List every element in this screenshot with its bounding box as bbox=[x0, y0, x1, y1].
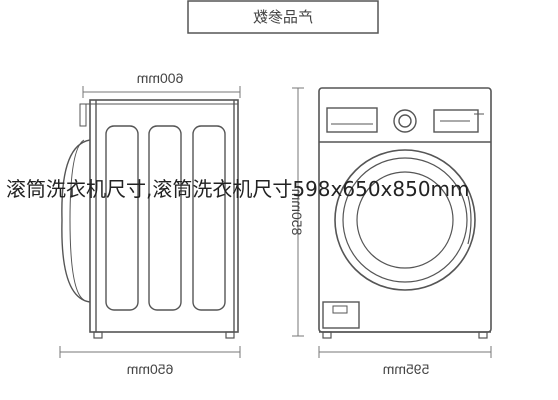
front-width-label: 595mm bbox=[383, 361, 430, 377]
front-view bbox=[292, 87, 492, 358]
side-depth-label: 650mm bbox=[127, 361, 174, 377]
overlay-caption: 滚筒洗衣机尺寸,滚筒洗衣机尺寸598x650x850mm bbox=[6, 177, 470, 201]
header-box-label: 产品参数 bbox=[253, 9, 313, 26]
front-height-label: 850mm bbox=[289, 189, 305, 236]
header-box: 产品参数 bbox=[187, 0, 379, 34]
side-view bbox=[59, 86, 241, 358]
side-width-label: 600mm bbox=[137, 70, 184, 86]
